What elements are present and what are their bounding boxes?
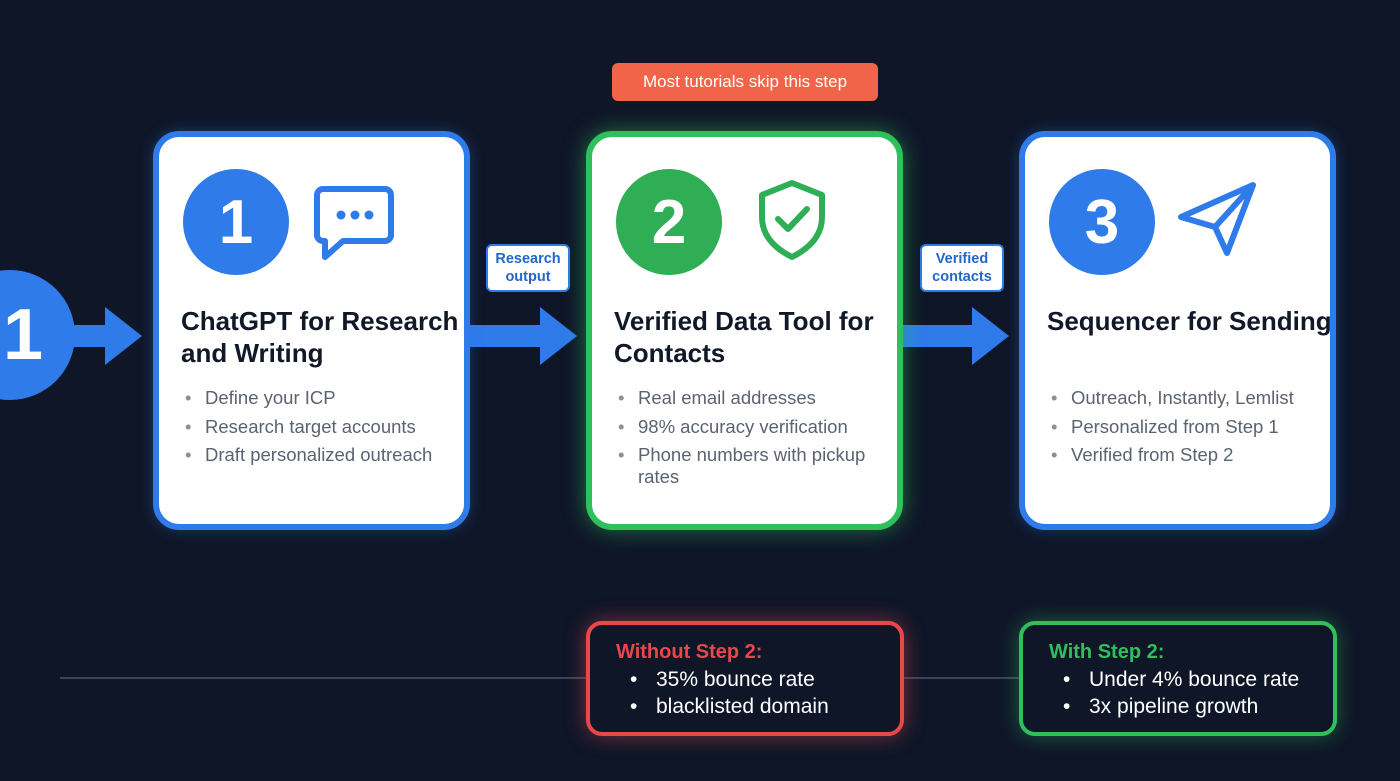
bullet: Phone numbers with pickup rates <box>618 444 898 488</box>
shield-check-icon <box>759 180 825 260</box>
bullet: Real email addresses <box>618 387 898 409</box>
step-title: Verified Data Tool for Contacts <box>614 306 874 368</box>
step-title: ChatGPT for Research and Writing <box>181 306 459 368</box>
paper-plane-icon <box>1178 182 1256 256</box>
outcome-title: Without Step 2: <box>616 641 763 663</box>
skip-step-badge: Most tutorials skip this step <box>612 63 878 101</box>
arrow-0-1 <box>60 307 142 365</box>
bullet: Verified from Step 2 <box>1051 444 1331 466</box>
bullet: Define your ICP <box>185 387 465 409</box>
outcome-bullets: 35% bounce rate blacklisted domain <box>616 666 900 720</box>
bullet: 98% accuracy verification <box>618 416 898 438</box>
bullet: Research target accounts <box>185 416 465 438</box>
arrow-1-2 <box>470 307 577 365</box>
step-number: 3 <box>1049 169 1155 275</box>
bullet: Under 4% bounce rate <box>1049 666 1333 693</box>
timeline-line <box>60 677 1020 679</box>
bullet: Personalized from Step 1 <box>1051 416 1331 438</box>
step-number: 2 <box>616 169 722 275</box>
bullet: blacklisted domain <box>616 693 900 720</box>
connector-label-research-output: Research output <box>486 244 570 292</box>
step-number: 1 <box>183 169 289 275</box>
arrow-2-3 <box>903 307 1009 365</box>
step-bullets: Outreach, Instantly, Lemlist Personalize… <box>1051 387 1331 473</box>
step-title: Sequencer for Sending <box>1047 306 1332 336</box>
bullet: Draft personalized outreach <box>185 444 465 466</box>
step-bullets: Real email addresses 98% accuracy verifi… <box>618 387 898 495</box>
outcome-bullets: Under 4% bounce rate 3x pipeline growth <box>1049 666 1333 720</box>
step-bullets: Define your ICP Research target accounts… <box>185 387 465 473</box>
step-card-1: 1 ChatGPT for Research and Writing Defin… <box>153 131 470 530</box>
bullet: Outreach, Instantly, Lemlist <box>1051 387 1331 409</box>
partial-step-number: 1 <box>2 295 43 375</box>
step-card-3: 3 Sequencer for Sending Outreach, Instan… <box>1019 131 1336 530</box>
bullet: 3x pipeline growth <box>1049 693 1333 720</box>
chat-bubble-icon <box>314 186 394 260</box>
connector-label-verified-contacts: Verified contacts <box>920 244 1004 292</box>
step-card-2: 2 Verified Data Tool for Contacts Real e… <box>586 131 903 530</box>
bullet: 35% bounce rate <box>616 666 900 693</box>
outcome-with-step-2: With Step 2: Under 4% bounce rate 3x pip… <box>1019 621 1337 736</box>
outcome-without-step-2: Without Step 2: 35% bounce rate blacklis… <box>586 621 904 736</box>
outcome-title: With Step 2: <box>1049 641 1165 663</box>
